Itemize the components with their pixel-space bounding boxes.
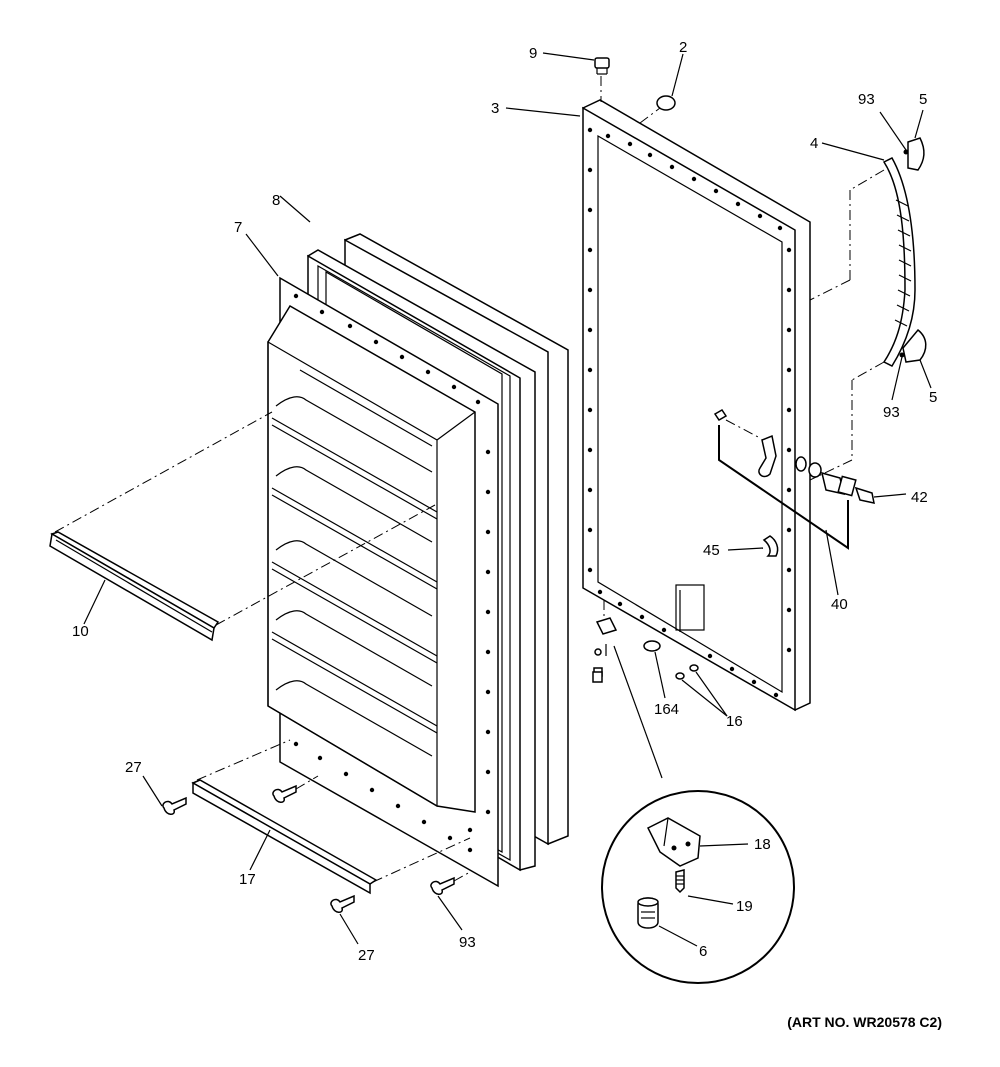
callout-93-upper: 93 xyxy=(858,91,875,108)
callout-27-upper: 27 xyxy=(125,759,142,776)
callout-16: 16 xyxy=(726,713,743,730)
screw-cap-part-9 xyxy=(542,52,610,102)
screws-93-lower xyxy=(272,775,471,931)
callout-40: 40 xyxy=(831,596,848,613)
bottom-rail-part-17 xyxy=(191,739,471,895)
callout-5-upper: 5 xyxy=(919,91,927,108)
inner-liner-screw-holes xyxy=(293,293,491,853)
latch-assembly xyxy=(713,409,907,596)
callout-labels: 2 3 4 5 5 6 7 8 9 10 16 17 18 19 27 27 4… xyxy=(72,39,937,964)
callout-4: 4 xyxy=(810,135,818,152)
detail-magnifier xyxy=(601,790,795,984)
callout-164: 164 xyxy=(654,701,679,718)
callout-27-lower: 27 xyxy=(358,947,375,964)
handle-end-cap-lower xyxy=(902,328,932,389)
callout-3: 3 xyxy=(491,100,499,117)
callout-10: 10 xyxy=(72,623,89,640)
outer-door-panel xyxy=(582,99,811,712)
callout-5-lower: 5 xyxy=(929,389,937,406)
bottom-hardware xyxy=(592,600,728,779)
door-handle-part-4 xyxy=(809,142,916,481)
callout-18: 18 xyxy=(754,836,771,853)
shelf-rail-part-10 xyxy=(49,411,436,642)
screws-27 xyxy=(142,775,359,945)
art-number: (ART NO. WR20578 C2) xyxy=(787,1014,942,1030)
callout-45: 45 xyxy=(703,542,720,559)
handle-end-cap-upper xyxy=(907,109,925,171)
callout-19: 19 xyxy=(736,898,753,915)
callout-93-handle: 93 xyxy=(883,404,900,421)
callout-2: 2 xyxy=(679,39,687,56)
callout-17: 17 xyxy=(239,871,256,888)
callout-6: 6 xyxy=(699,943,707,960)
inner-door-liner-part-7 xyxy=(245,233,499,888)
handle-screws xyxy=(879,111,909,401)
callout-8: 8 xyxy=(272,192,280,209)
plug-part-2 xyxy=(639,53,684,124)
callout-9: 9 xyxy=(529,45,537,62)
callout-93-lower: 93 xyxy=(459,934,476,951)
clip-part-45 xyxy=(727,535,779,557)
outer-panel-screw-holes xyxy=(587,127,792,698)
callout-7: 7 xyxy=(234,219,242,236)
callout-42: 42 xyxy=(911,489,928,506)
